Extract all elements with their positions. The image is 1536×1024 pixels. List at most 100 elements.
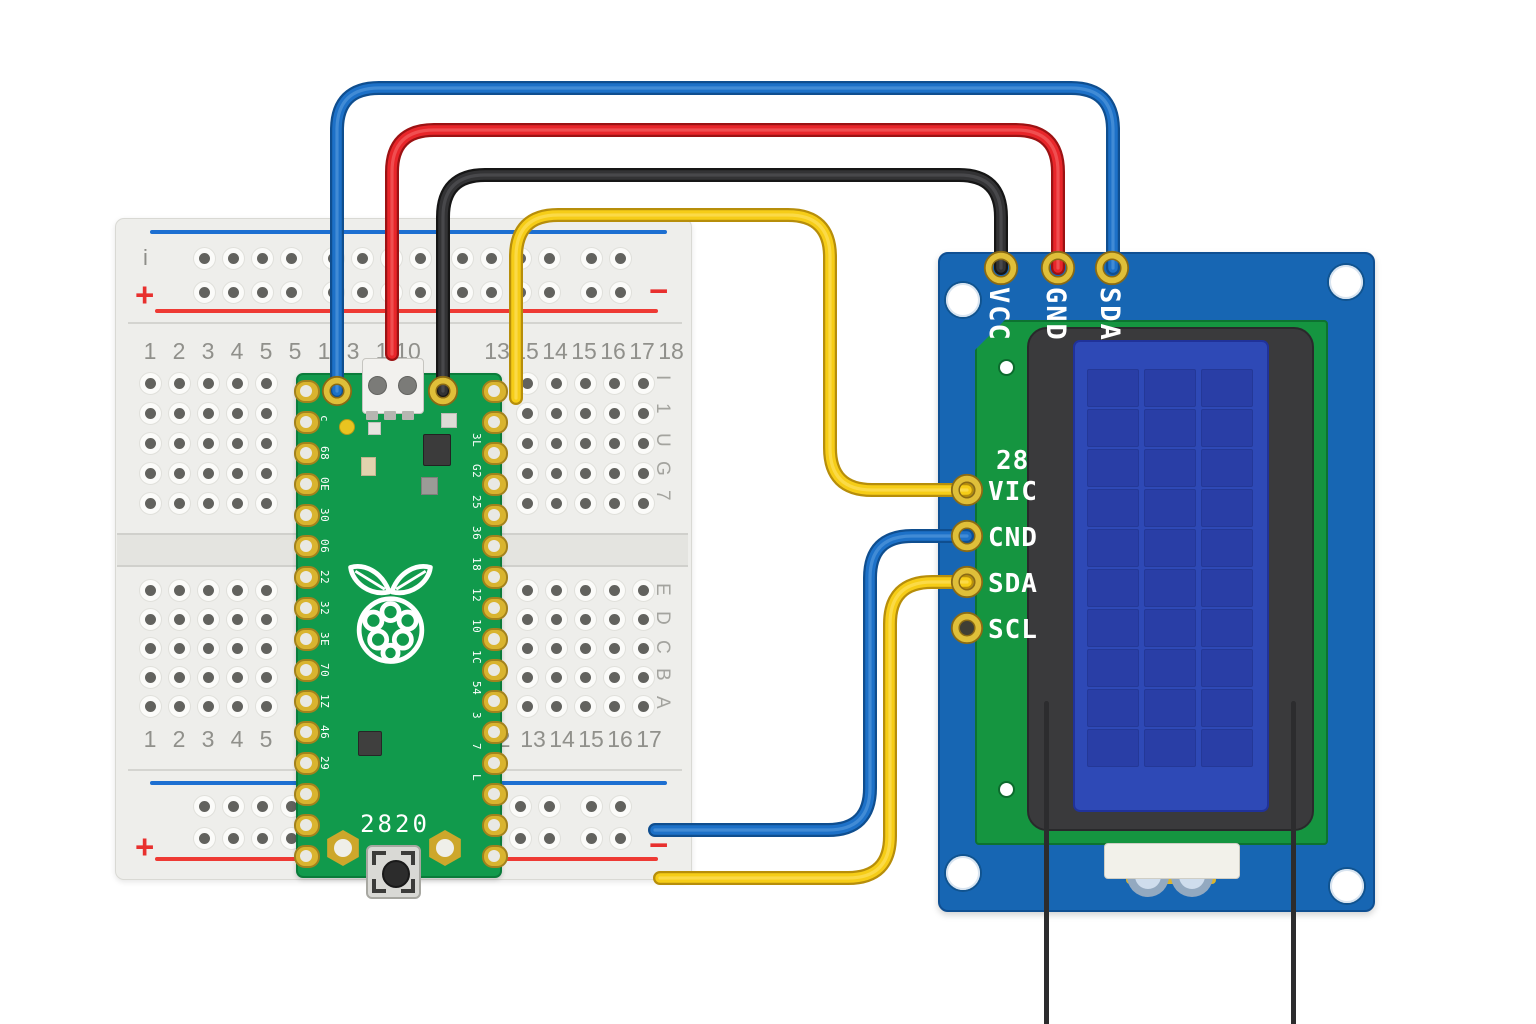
tie-point-hole [168, 579, 190, 601]
rail-hole [580, 795, 602, 817]
rail-hole [538, 247, 560, 269]
lcd-pin-label-vic: VIC [988, 477, 1038, 507]
row-letter: A [652, 696, 673, 709]
pico-silkscreen-label: 3 [470, 712, 483, 720]
column-number: 5 [259, 338, 273, 364]
bootsel-button [366, 845, 421, 899]
pico-pin-pad [482, 410, 508, 434]
rail-hole [351, 281, 373, 303]
carrier-hole [1000, 361, 1013, 374]
tie-point-hole [226, 372, 248, 394]
tie-point-hole [197, 492, 219, 514]
tie-point-hole [139, 402, 161, 424]
rail-hole [322, 281, 344, 303]
pico-pin-pad [294, 565, 320, 589]
pico-silkscreen-label: 7 [470, 743, 483, 751]
column-number: 14 [542, 338, 568, 364]
usb-connector-hole [368, 376, 387, 395]
tie-point-hole [516, 492, 538, 514]
tie-point-hole [255, 402, 277, 424]
column-number: 1 [143, 338, 157, 364]
lcd-character-cell [1087, 489, 1139, 527]
plus-sign-top: + [135, 276, 155, 313]
tie-point-hole [226, 462, 248, 484]
lcd-bottom-connector [1104, 843, 1240, 879]
usb-tab [402, 411, 414, 420]
lcd-character-cell [1201, 729, 1253, 767]
tie-point-hole [197, 372, 219, 394]
row-letter: I [652, 375, 673, 381]
lcd-character-cell [1144, 449, 1196, 487]
rail-hole [609, 281, 631, 303]
tie-point-hole [603, 372, 625, 394]
pico-silkscreen-label: 54 [470, 681, 483, 696]
wire-cnd-blue-highlight [653, 534, 969, 832]
pico-pin-pad [294, 844, 320, 868]
lcd-character-cell [1144, 689, 1196, 727]
pico-silkscreen-label: 10 [470, 619, 483, 634]
hex-pad [429, 830, 461, 866]
pico-pin-pad [294, 751, 320, 775]
tie-point-hole [226, 579, 248, 601]
tie-point-hole [545, 492, 567, 514]
button-bracket [372, 879, 386, 893]
led [339, 419, 355, 435]
bezel-groove [1044, 701, 1049, 1024]
rail-hole [609, 827, 631, 849]
rail-hole [580, 827, 602, 849]
lcd-character-cell [1201, 369, 1253, 407]
pico-silkscreen-label: 68 [318, 446, 331, 461]
tie-point-hole [226, 637, 248, 659]
tie-point-hole [574, 637, 596, 659]
lcd-character-cell [1201, 609, 1253, 647]
column-number: 4 [230, 726, 244, 752]
rail-hole [538, 827, 560, 849]
rail-hole [251, 247, 273, 269]
lcd-character-cell [1087, 529, 1139, 567]
column-number: 16 [607, 726, 633, 752]
column-number: 3 [201, 338, 215, 364]
rail-hole [251, 281, 273, 303]
smd-component [361, 457, 376, 476]
pico-silkscreen-label: 25 [470, 495, 483, 510]
tie-point-hole [545, 402, 567, 424]
lcd-character-cell [1087, 689, 1139, 727]
pico-pin-pad [294, 410, 320, 434]
tie-point-hole [603, 608, 625, 630]
pico-pin-pad [294, 689, 320, 713]
lcd-character-cell [1201, 569, 1253, 607]
column-number: 17 [636, 726, 662, 752]
lcd-pin-label-28: 28 [996, 446, 1030, 476]
column-number: 16 [600, 338, 626, 364]
usb-tab [384, 411, 396, 420]
tie-point-hole [545, 666, 567, 688]
lcd-pin-label-sda: SDA [1094, 287, 1125, 342]
pico-silkscreen-label: 22 [318, 570, 331, 585]
pico-pin-pad [294, 720, 320, 744]
rail-hole [409, 281, 431, 303]
tie-point-hole [226, 402, 248, 424]
rail-hole [580, 281, 602, 303]
tie-point-hole [168, 695, 190, 717]
column-number: 13 [520, 726, 546, 752]
lcd-character-cell [1201, 529, 1253, 567]
pico-silkscreen-label: 1Z [318, 694, 331, 709]
tie-point-hole [574, 608, 596, 630]
column-number: 1 [317, 338, 331, 364]
tie-point-hole [255, 637, 277, 659]
pico-pin-pad [482, 596, 508, 620]
tie-point-hole [139, 608, 161, 630]
usb-tab [366, 411, 378, 420]
tie-point-hole [197, 608, 219, 630]
rail-hole [251, 795, 273, 817]
tie-point-hole [197, 402, 219, 424]
rail-hole [509, 281, 531, 303]
lcd-character-cell [1144, 649, 1196, 687]
tie-point-hole [545, 462, 567, 484]
rail-hole [193, 247, 215, 269]
tie-point-hole [139, 432, 161, 454]
rail-hole [280, 281, 302, 303]
breadboard-top-blue-rail-line [150, 230, 667, 234]
rail-hole [409, 247, 431, 269]
lcd-character-cell [1087, 449, 1139, 487]
